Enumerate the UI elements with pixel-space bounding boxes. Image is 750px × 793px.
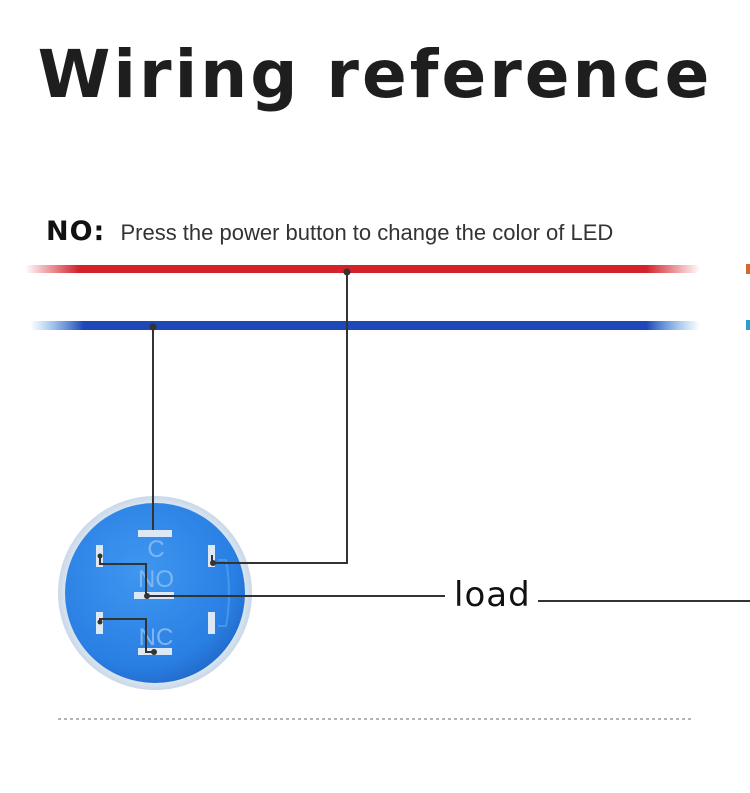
junction-dot-led-left-top: [97, 553, 103, 559]
push-button: C NO NC: [58, 496, 252, 690]
terminal-nc-label: NC: [139, 624, 174, 651]
internal-led-jumper-top: [99, 556, 147, 596]
positive-wire: [25, 265, 700, 273]
mode-description: NO: Press the power button to change the…: [46, 216, 613, 247]
negative-wire-edge-mark: [746, 320, 750, 330]
page-title: Wiring reference: [37, 36, 713, 113]
terminal-c-label: C: [147, 536, 164, 563]
mode-description-text: Press the power button to change the col…: [120, 220, 614, 245]
led-pad-right-bottom: [208, 612, 215, 634]
terminal-no-label: NO: [138, 566, 174, 593]
negative-wire: [30, 321, 700, 330]
lead-wires: [99, 272, 750, 653]
lead-positive-to-led: [213, 272, 348, 564]
junction-dot-nc: [151, 649, 157, 655]
positive-wire-edge-mark: [746, 264, 750, 274]
junction-dot-no: [144, 593, 150, 599]
junction-dot-positive: [343, 268, 351, 276]
junction-dot-led-left-bottom: [97, 619, 103, 625]
junction-dot-negative: [149, 323, 157, 331]
terminal-c-pad: [138, 530, 172, 537]
junction-dot-led: [210, 560, 216, 566]
load-label: load: [454, 575, 531, 615]
mode-label: NO:: [46, 216, 106, 247]
